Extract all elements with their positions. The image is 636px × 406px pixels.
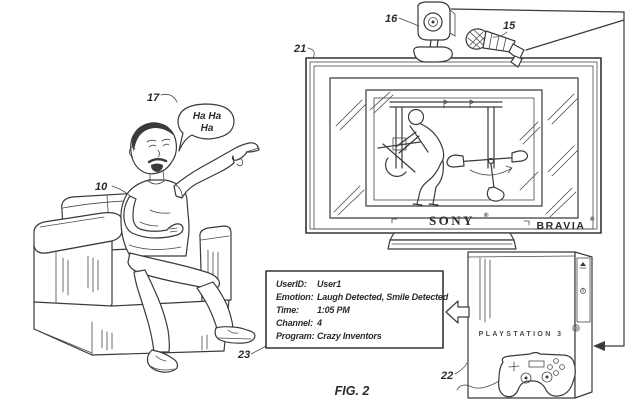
info-row-label: Program: [276,331,315,341]
laugh-text-line1: Ha Ha [193,111,222,122]
ref-label-person: 10 [95,181,108,193]
signal-cables [450,8,625,351]
game-controller [456,351,576,398]
tv-brand-regmark: ® [484,212,489,219]
viewer-person [120,122,260,373]
tv-model-text: BRAVIA [536,220,585,232]
screen-corner-hatching [369,91,541,191]
info-row-label: Emotion: [276,292,314,302]
info-row-label: Channel: [276,318,313,328]
info-row-value: 1:05 PM [317,305,350,315]
ref-label-console: 22 [440,370,453,382]
skirt-hatching [101,329,208,351]
ref-label-microphone: 15 [503,20,516,32]
ref-label-infobox: 23 [237,349,250,361]
speech-bubble: Ha Ha Ha [177,103,235,152]
ref-label-camera: 16 [385,13,398,25]
tv-screen-scene [369,91,541,206]
laugh-text-line2: Ha [201,123,214,134]
console-brand-text: PLAYSTATION 3 [479,331,564,338]
info-row-value: 4 [316,318,322,328]
tv-stand [387,232,517,250]
reference-labels: 10 17 21 16 15 22 23 [95,13,516,382]
info-row-label: Time: [276,305,299,315]
info-row-value: Laugh Detected, Smile Detected [317,292,449,302]
tv-model-regmark: ® [590,216,595,223]
info-row-value: Crazy Inventors [317,331,382,341]
armrest-hatching [62,255,99,296]
tv-brand-text: SONY [429,213,475,228]
figure-caption: FIG. 2 [335,384,370,398]
mic-grille-hatching [467,29,488,49]
camera [413,1,456,63]
info-row-label: UserID: [276,279,307,289]
tv: SONY ® BRAVIA ® [305,57,602,250]
detection-info-box: UserID: User1 Emotion: Laugh Detected, S… [265,270,449,349]
ref-label-tv: 21 [293,43,306,55]
ref-label-speech: 17 [147,92,160,104]
output-arrow [445,300,470,324]
bezel-hatching [333,93,579,218]
armchair [33,192,232,356]
microphone [465,28,525,68]
info-row-value: User1 [317,279,341,289]
console-symbols [579,262,587,294]
